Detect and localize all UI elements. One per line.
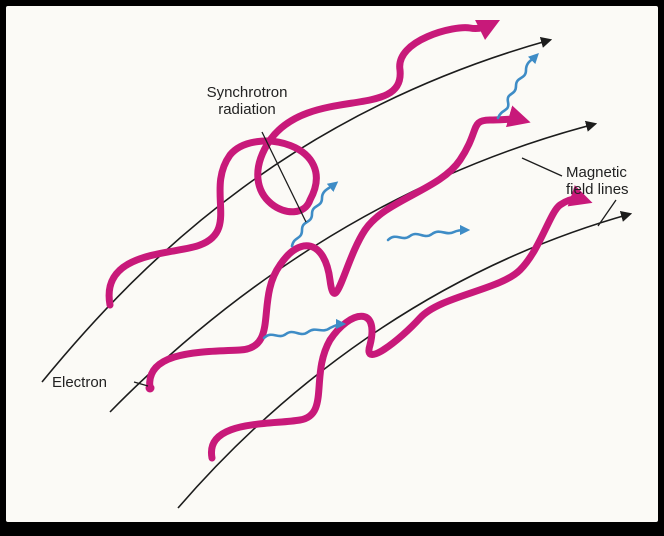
- magnetic-field-lines-label: Magnetic field lines: [566, 164, 629, 198]
- magnetic-leader-line-2: [598, 200, 616, 226]
- electron-path-2: [150, 119, 522, 388]
- radiation-wave-3: [388, 230, 466, 240]
- electron-label: Electron: [52, 374, 107, 391]
- field-line-3: [178, 214, 630, 508]
- magnetic-label-line2: field lines: [566, 181, 629, 198]
- radiation-wave-1: [498, 56, 536, 118]
- electron-path-1: [109, 24, 492, 305]
- magnetic-label-line1: Magnetic: [566, 164, 629, 181]
- synchrotron-label-line1: Synchrotron: [186, 84, 308, 101]
- synchrotron-label-line2: radiation: [186, 101, 308, 118]
- synchrotron-radiation-label: Synchrotron radiation: [186, 84, 308, 118]
- magnetic-leader-line-1: [522, 158, 562, 176]
- electron-dot: [146, 384, 155, 393]
